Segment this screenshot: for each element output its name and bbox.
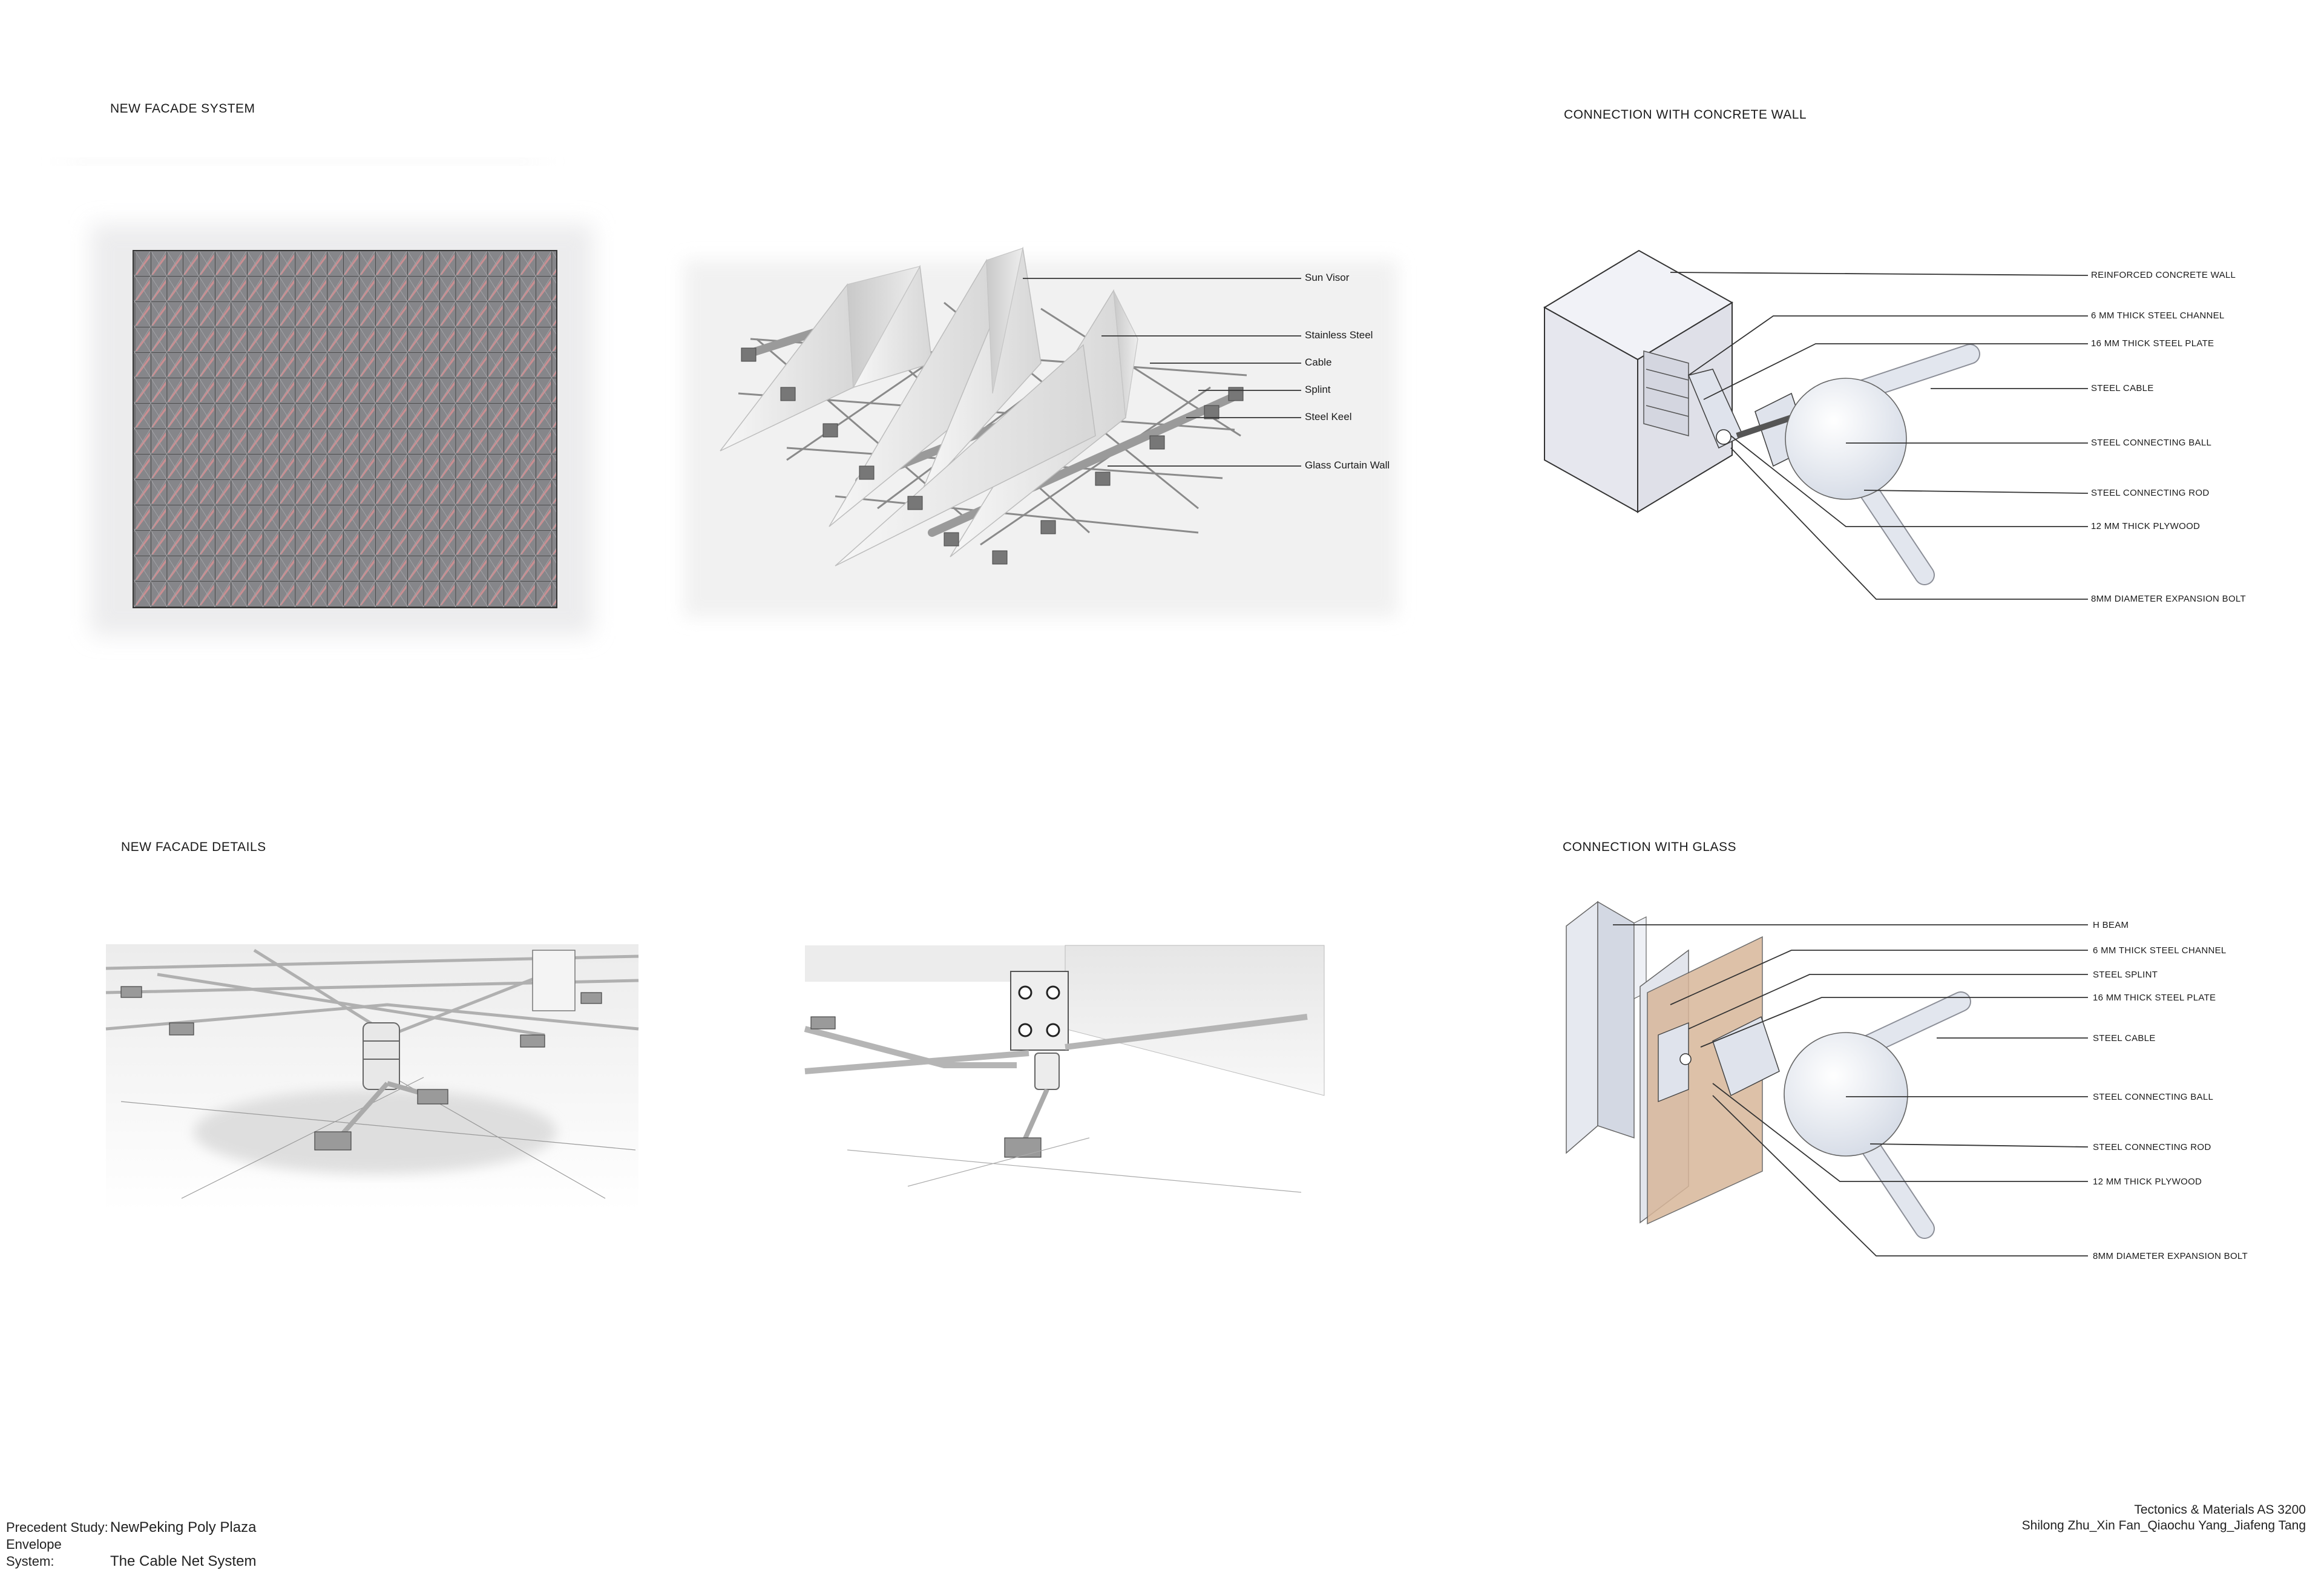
concrete-label-rod: STEEL CONNECTING ROD <box>2091 488 2210 498</box>
concrete-label-wall: REINFORCED CONCRETE WALL <box>2091 270 2236 280</box>
title-glass-connection: CONNECTION WITH GLASS <box>1563 840 1737 854</box>
title-facade-system: NEW FACADE SYSTEM <box>110 102 255 116</box>
footer-course: Tectonics & Materials AS 3200 <box>2134 1503 2306 1517</box>
concrete-label-bolt: 8MM DIAMETER EXPANSION BOLT <box>2091 594 2246 604</box>
footer-authors: Shilong Zhu_Xin Fan_Qiaochu Yang_Jiafeng… <box>2021 1519 2306 1532</box>
footer-precedent-row: Precedent Study:NewPeking Poly Plaza <box>6 1519 256 1536</box>
footer-precedent-key: Precedent Study: <box>6 1520 108 1535</box>
glass-label-plywood: 12 MM THICK PLYWOOD <box>2093 1177 2202 1187</box>
glass-label-h-beam: H BEAM <box>2093 920 2129 930</box>
glass-label-rod: STEEL CONNECTING ROD <box>2093 1142 2211 1152</box>
concrete-label-plywood: 12 MM THICK PLYWOOD <box>2091 521 2201 531</box>
concrete-label-plate: 16 MM THICK STEEL PLATE <box>2091 338 2214 349</box>
glass-label-splint: STEEL SPLINT <box>2093 970 2158 980</box>
footer-envelope-key: Envelope System: <box>6 1537 62 1569</box>
footer-right: Tectonics & Materials AS 3200 Shilong Zh… <box>2022 1502 2306 1534</box>
axon-label-cable: Cable <box>1305 356 1332 368</box>
axon-label-stainless-steel: Stainless Steel <box>1305 329 1373 341</box>
footer-left: Precedent Study:NewPeking Poly Plaza Env… <box>6 1519 256 1570</box>
concrete-label-cable: STEEL CABLE <box>2091 383 2154 393</box>
title-facade-details: NEW FACADE DETAILS <box>121 840 266 854</box>
footer-envelope-value: The Cable Net System <box>110 1553 257 1569</box>
footer-precedent-value: NewPeking Poly Plaza <box>110 1519 257 1536</box>
axon-label-splint: Splint <box>1305 384 1331 395</box>
glass-label-bolt: 8MM DIAMETER EXPANSION BOLT <box>2093 1251 2248 1261</box>
concrete-label-ball: STEEL CONNECTING BALL <box>2091 438 2212 448</box>
axon-label-sun-visor: Sun Visor <box>1305 272 1350 283</box>
footer-envelope-row: Envelope System: The Cable Net System <box>6 1536 256 1570</box>
glass-label-cable: STEEL CABLE <box>2093 1033 2156 1043</box>
glass-label-channel: 6 MM THICK STEEL CHANNEL <box>2093 945 2227 956</box>
axon-label-steel-keel: Steel Keel <box>1305 411 1352 422</box>
glass-label-plate: 16 MM THICK STEEL PLATE <box>2093 993 2216 1003</box>
axon-label-glass-curtain-wall: Glass Curtain Wall <box>1305 459 1390 471</box>
title-concrete-connection: CONNECTION WITH CONCRETE WALL <box>1564 108 1807 122</box>
concrete-label-channel: 6 MM THICK STEEL CHANNEL <box>2091 310 2225 321</box>
glass-label-ball: STEEL CONNECTING BALL <box>2093 1092 2214 1102</box>
